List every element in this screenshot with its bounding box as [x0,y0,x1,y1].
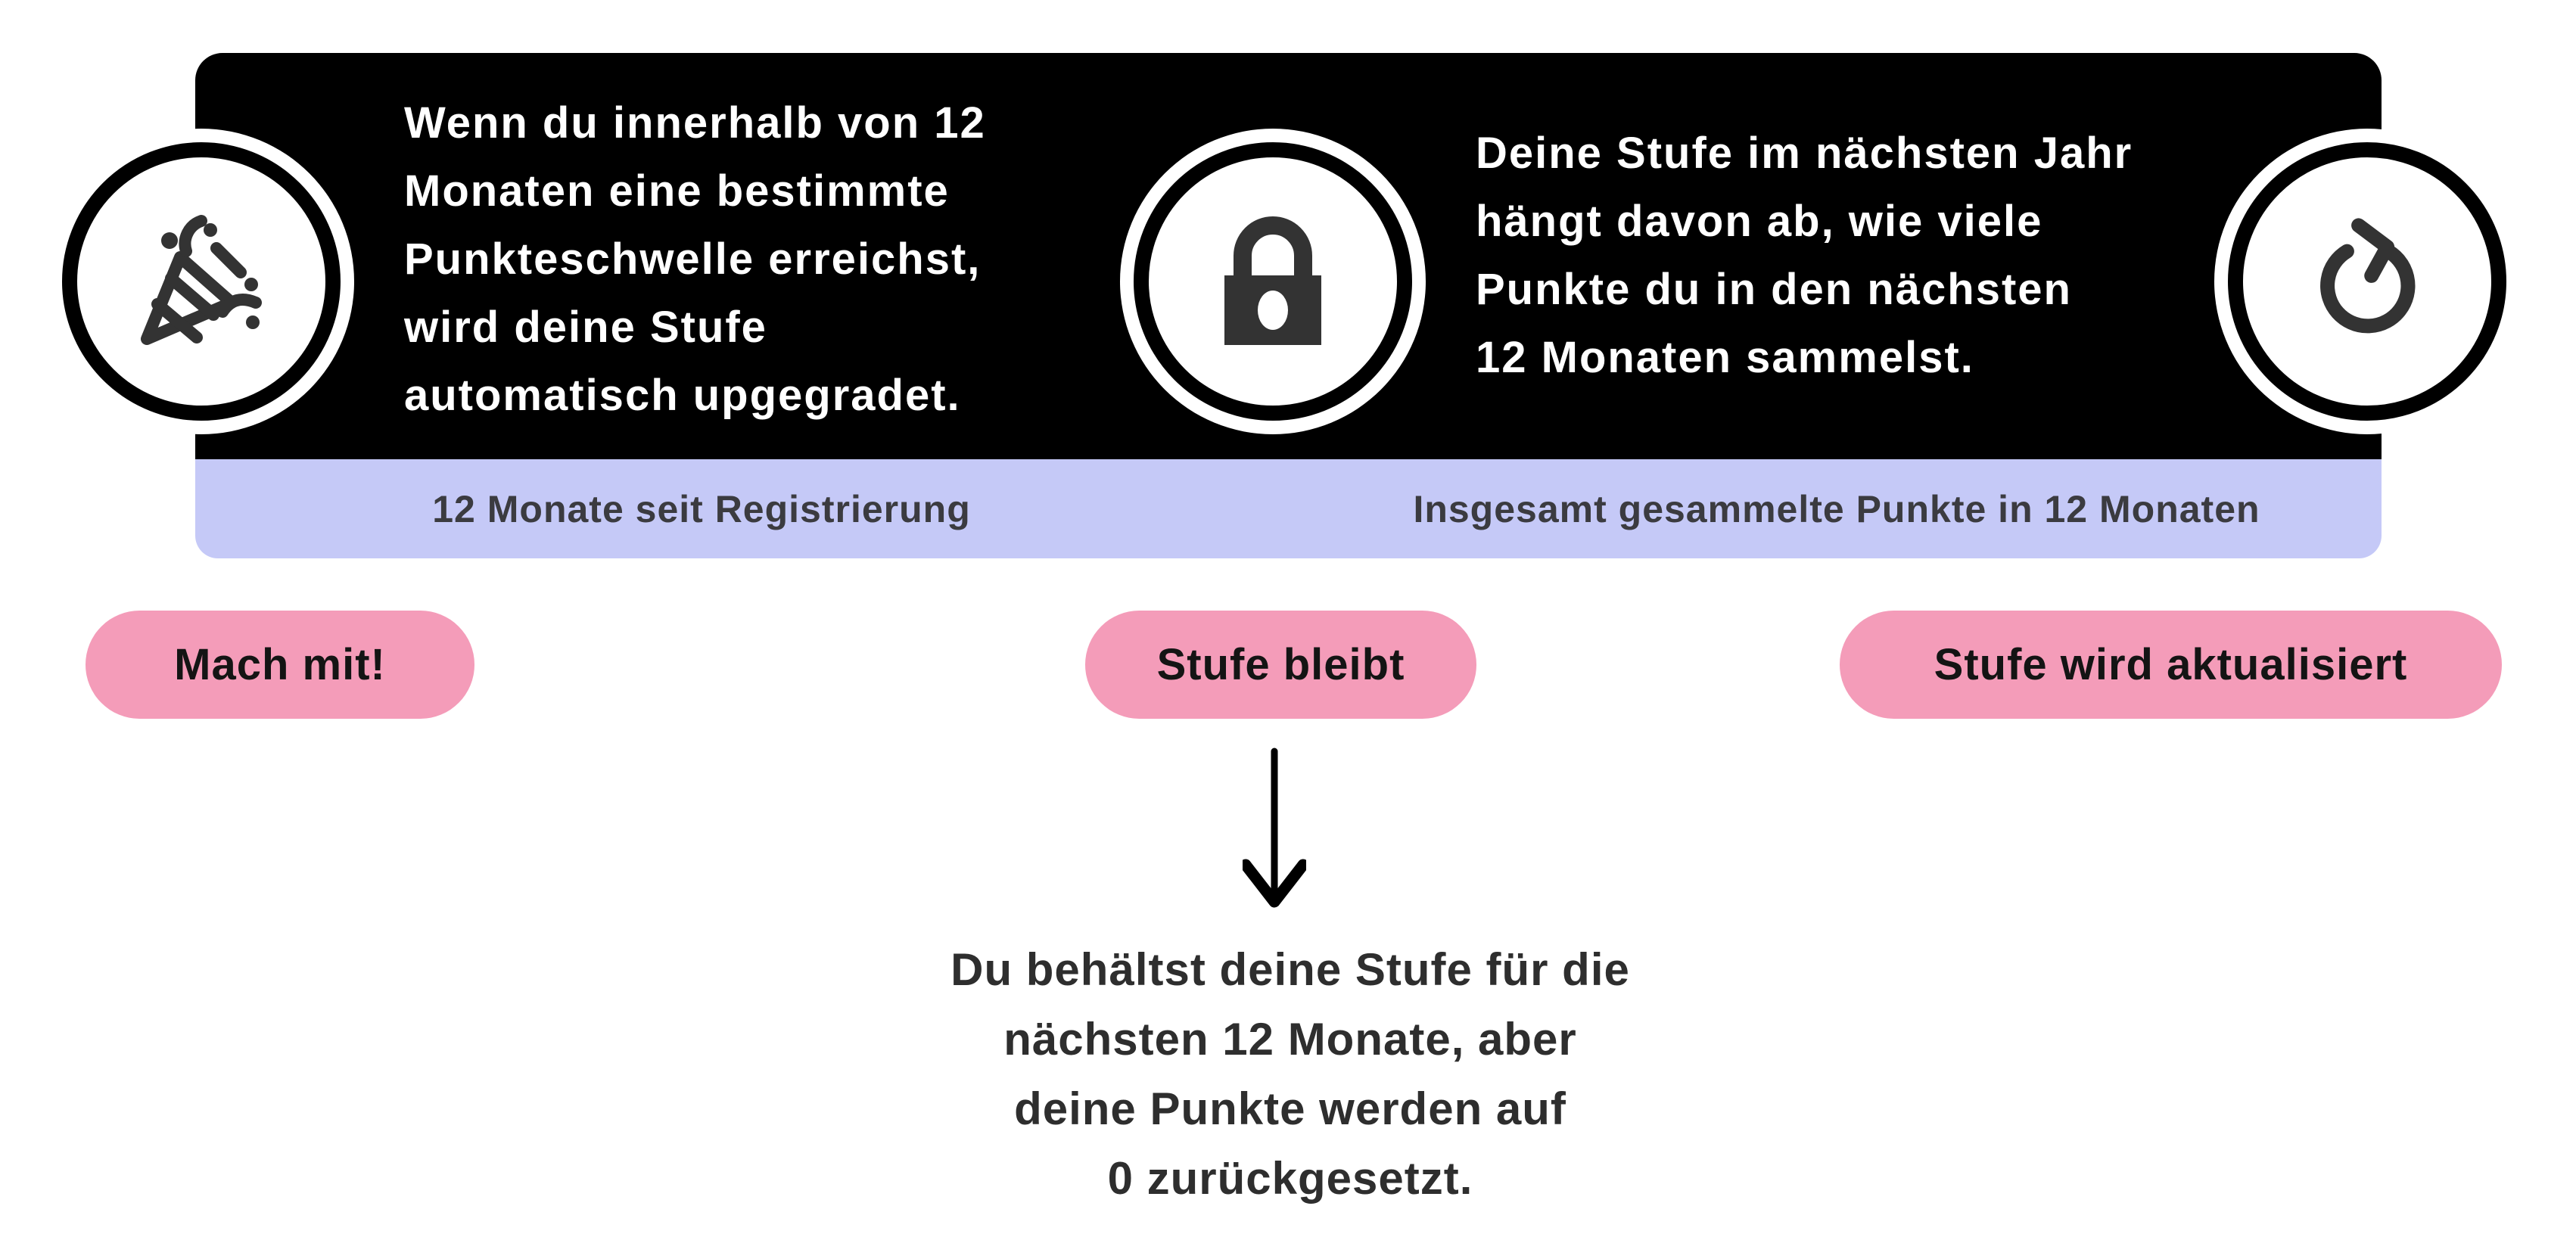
pill-stufe-bleibt[interactable]: Stufe bleibt [1085,611,1476,719]
refresh-clockwise-icon [2320,218,2416,334]
banner-right-text: Deine Stufe im nächsten Jahr hängt davon… [1476,120,2133,392]
outcome-line: Du behältst deine Stufe für die [950,944,1630,995]
pill-mach-mit[interactable]: Mach mit! [86,611,474,719]
lock-icon [1224,216,1321,345]
banner-left-line: Monaten eine bestimmte [404,166,950,216]
pill-stufe-wird-aktualisiert[interactable]: Stufe wird aktualisiert [1840,611,2502,719]
outcome-text: Du behältst deine Stufe für die nächsten… [832,935,1748,1214]
party-popper-icon [141,215,262,345]
banner-left-line: wird deine Stufe [404,303,767,352]
refresh-badge [2214,129,2520,434]
lock-badge [1120,129,1426,434]
badge-ring [2228,142,2506,421]
banner-right-line: Punkte du in den nächsten [1476,265,2072,314]
outcome-line: nächsten 12 Monate, aber [1003,1014,1577,1065]
banner-right-line: 12 Monaten sammelst. [1476,333,1974,382]
banner-left-line: Punkteschwelle erreichst, [404,235,982,284]
banner-left-line: automatisch upgegradet. [404,371,961,420]
banner-right-line: Deine Stufe im nächsten Jahr [1476,129,2133,178]
banner-right-line: hängt davon ab, wie viele [1476,197,2043,246]
arrow-down-icon [1243,748,1306,908]
axis-strip: 12 Monate seit Registrierung Insgesamt g… [195,459,2382,558]
outcome-line: 0 zurückgesetzt. [1107,1153,1473,1204]
banner-left-text: Wenn du innerhalb von 12 Monaten eine be… [404,89,986,430]
badge-ring [62,142,341,421]
party-popper-badge [48,129,354,434]
banner-left-line: Wenn du innerhalb von 12 [404,98,986,148]
strip-label-registration: 12 Monate seit Registrierung [432,487,971,530]
outcome-line: deine Punkte werden auf [1014,1083,1566,1134]
strip-label-points: Insgesamt gesammelte Punkte in 12 Monate… [1413,487,2260,530]
badge-ring [1134,142,1412,421]
